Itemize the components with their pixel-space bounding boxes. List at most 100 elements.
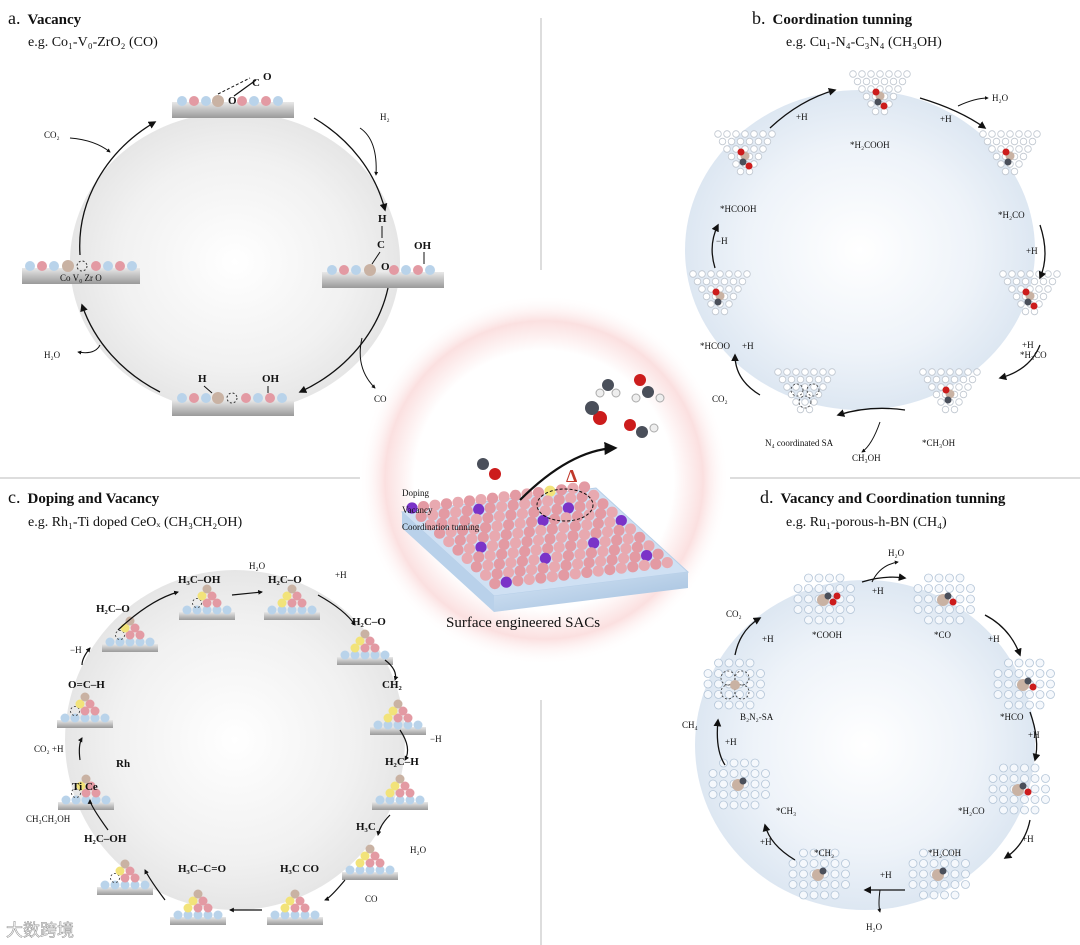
surface-atom <box>115 637 125 647</box>
support-atom <box>429 499 441 511</box>
support-atom <box>521 536 533 548</box>
support-atom <box>595 507 607 520</box>
lattice-atom <box>804 615 813 625</box>
lattice-atom <box>805 375 814 384</box>
panel-b-triangle-structure <box>979 130 1041 176</box>
lattice-atom <box>1053 270 1061 278</box>
panel-d-hbn-grid <box>793 573 855 625</box>
support-atom <box>427 509 439 521</box>
support-atom <box>436 517 448 530</box>
support-atom <box>553 541 565 553</box>
svg-text:CO₂: CO₂ <box>44 130 60 140</box>
lattice-atom <box>862 92 871 101</box>
svg-text:H₃C: H₃C <box>356 821 376 833</box>
lattice-atom <box>1021 277 1030 286</box>
center-legend-doping: Doping <box>402 488 430 498</box>
lattice-atom <box>929 880 939 889</box>
lattice-atom <box>919 859 928 868</box>
lattice-atom <box>999 763 1008 773</box>
support-atom <box>574 501 586 513</box>
support-atom <box>470 561 482 573</box>
lattice-atom <box>719 800 728 810</box>
svg-text:O: O <box>263 71 272 83</box>
lattice-atom <box>788 869 798 879</box>
surface-atom <box>393 713 403 723</box>
dopant-atom <box>537 515 549 527</box>
panel-c-slab <box>57 692 113 728</box>
lattice-atom <box>934 605 944 614</box>
svg-text:H₂O: H₂O <box>410 845 427 855</box>
lattice-atom <box>841 880 850 889</box>
lattice-atom <box>923 375 932 384</box>
vacancy-ring <box>806 383 820 397</box>
lattice-atom <box>1014 658 1024 668</box>
single-atom <box>395 774 405 784</box>
support-atom <box>544 533 556 545</box>
support-atom <box>482 512 494 524</box>
dopant-atom <box>390 781 400 791</box>
svg-text:CH₄: CH₄ <box>682 720 698 730</box>
lattice-atom <box>955 573 965 583</box>
support-atom <box>463 543 476 555</box>
lattice-atom <box>716 270 724 278</box>
lattice-atom <box>714 679 723 689</box>
lattice-atom <box>999 784 1008 794</box>
support-atom <box>553 494 565 506</box>
lattice-atom <box>885 85 893 93</box>
lattice-atom <box>1039 277 1048 286</box>
lattice-atom <box>761 779 770 789</box>
support-atom <box>512 575 524 587</box>
support-atom <box>454 534 466 546</box>
lattice-atom <box>799 869 808 879</box>
lattice-atom <box>793 605 803 614</box>
support-atom <box>491 520 503 532</box>
panel-d-hbn-grid <box>993 658 1055 710</box>
surface-atom <box>125 630 135 640</box>
svg-text:+H: +H <box>1022 340 1034 350</box>
support-atom <box>569 568 581 580</box>
lattice-atom <box>955 605 965 614</box>
panel-d-hbn-grid <box>988 763 1050 815</box>
lattice-atom <box>708 769 718 778</box>
watermark: 大数跨境 <box>6 921 74 941</box>
svg-text:*HCO: *HCO <box>1000 712 1024 722</box>
lattice-atom <box>908 869 918 879</box>
surface-atom <box>400 781 410 791</box>
surface-atom <box>375 865 385 875</box>
lattice-atom <box>841 859 850 868</box>
lattice-atom <box>945 573 954 583</box>
svg-text:−H: −H <box>430 734 442 744</box>
surface-atom <box>365 865 375 875</box>
lattice-atom <box>961 859 970 868</box>
support-atom <box>604 516 616 528</box>
lattice-atom <box>955 584 965 593</box>
lattice-atom <box>846 584 855 593</box>
support-atom <box>578 481 591 493</box>
lattice-atom <box>940 890 949 900</box>
surface-atom <box>85 699 95 709</box>
lattice-atom <box>919 890 928 900</box>
lattice-atom <box>924 615 933 625</box>
lattice-atom <box>1035 679 1045 689</box>
support-atom <box>523 526 535 538</box>
panel-d-hbn-grid <box>908 848 970 900</box>
lattice-atom <box>835 615 845 625</box>
lattice-atom <box>1048 277 1057 286</box>
center-glow <box>359 295 729 665</box>
lattice-atom <box>724 690 734 699</box>
lattice-atom <box>846 594 855 604</box>
lattice-atom <box>727 137 736 146</box>
lattice-atom <box>820 890 829 900</box>
svg-text:+H: +H <box>796 112 808 122</box>
svg-text:O=C–H: O=C–H <box>68 679 105 691</box>
support-atom <box>468 523 480 535</box>
svg-text:H₂O: H₂O <box>44 350 61 360</box>
svg-text:CO₂: CO₂ <box>712 394 728 404</box>
panel-d-backdrop <box>695 580 1035 910</box>
carbon-atom <box>1024 298 1032 306</box>
lattice-atom <box>805 405 814 414</box>
slab-base <box>372 802 428 810</box>
single-atom <box>120 859 130 869</box>
support-atom <box>523 573 535 586</box>
surface-atom <box>80 713 90 723</box>
